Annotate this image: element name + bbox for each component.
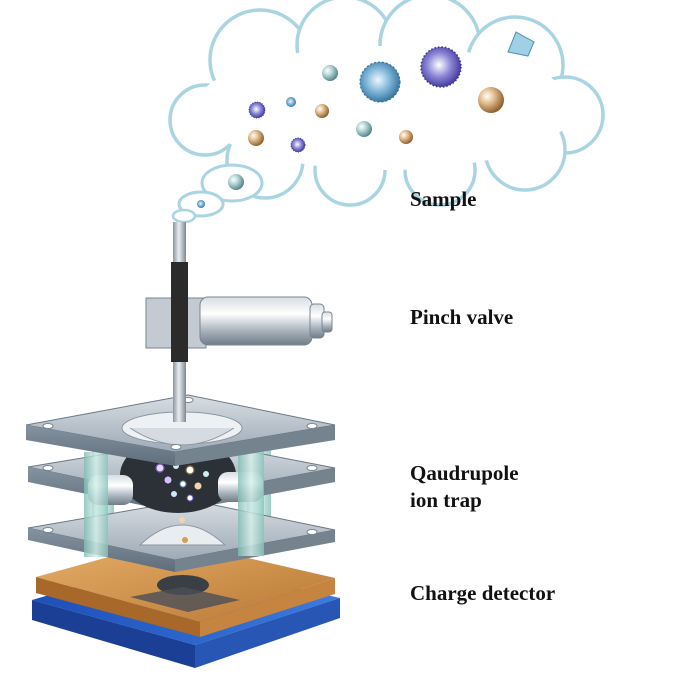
pinch-valve-device: [145, 262, 333, 362]
virus-particle-icon: [478, 87, 504, 113]
charge-detector-plate: [32, 540, 340, 668]
virus-particle-icon: [507, 31, 535, 57]
pinch-valve-label: Pinch valve: [410, 305, 514, 329]
trapped-ions: [155, 463, 209, 543]
virus-particle-icon: [315, 104, 329, 118]
sample-cloud: [168, 0, 605, 224]
virus-particle-icon: [359, 61, 401, 103]
virus-particles: [197, 31, 535, 208]
charge-detector-label: Charge detector: [410, 581, 556, 605]
virus-particle-icon: [399, 130, 413, 144]
virus-particle-icon: [248, 130, 264, 146]
ion-trap-device: [25, 394, 336, 572]
virus-particle-icon: [248, 101, 266, 119]
ion-trap-label-line1: Qaudrupole: [410, 461, 519, 485]
ion-trap-label: Qaudrupole ion trap: [410, 460, 519, 514]
virus-particle-icon: [356, 121, 372, 137]
sample-label: Sample: [410, 187, 477, 211]
virus-particle-icon: [290, 137, 306, 153]
virus-particle-icon: [286, 97, 296, 107]
virus-particle-icon: [420, 46, 462, 88]
virus-particle-icon: [228, 174, 244, 190]
virus-particle-icon: [322, 65, 338, 81]
virus-particle-icon: [197, 200, 205, 208]
ion-trap-label-line2: ion trap: [410, 488, 482, 512]
